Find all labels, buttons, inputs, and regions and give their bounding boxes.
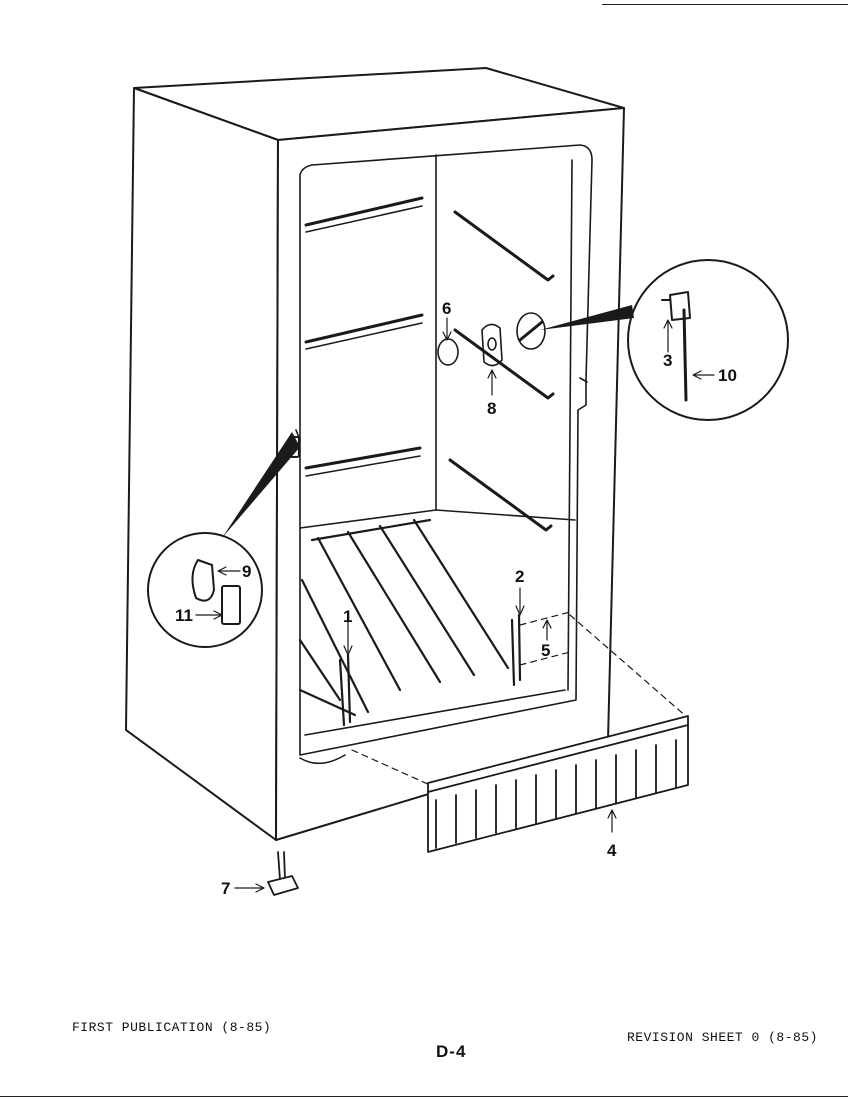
right-shelf-rails [448,210,555,532]
cabinet [125,67,625,841]
revision-note: REVISION SHEET 0 (8-85) [627,1030,818,1045]
callout-4: 4 [607,841,617,860]
rail-part-1 [338,653,352,727]
detail-circle-left [147,432,300,648]
callout-3: 3 [663,351,672,370]
thermostat-assembly [437,312,546,367]
callout-6: 6 [442,299,451,318]
callout-10: 10 [718,366,737,385]
leveling-leg [267,851,299,896]
callout-5: 5 [541,641,550,660]
callout-labels: 1 2 3 4 5 6 7 8 9 10 11 [175,299,737,898]
callout-9: 9 [242,562,251,581]
callout-arrows [195,317,715,893]
bottom-rule [0,1096,848,1097]
first-publication-note: FIRST PUBLICATION (8-85) [72,1020,272,1035]
page-number: D-4 [436,1042,467,1061]
callout-7: 7 [221,879,230,898]
callout-2: 2 [515,567,524,586]
callout-11: 11 [175,606,193,625]
floor-wire-grill [298,518,510,717]
callout-1: 1 [343,607,352,626]
detail-circle-right [540,259,789,421]
rail-part-2 [510,613,522,687]
cabinet-liner [295,144,593,765]
base-grille [427,715,689,853]
callout-8: 8 [487,399,496,418]
dashed-leaders [351,611,689,786]
top-rule [602,4,848,5]
left-shelf-rails [304,196,424,477]
